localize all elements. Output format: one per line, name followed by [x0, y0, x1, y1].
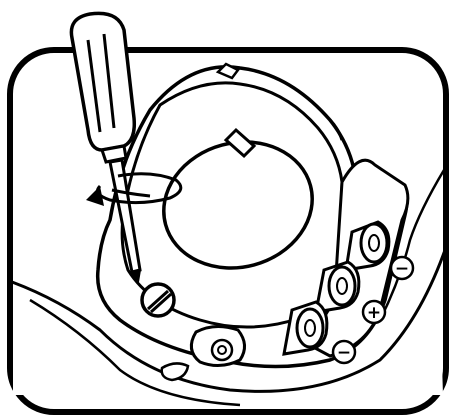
polarity-bottom-label: −	[337, 343, 351, 363]
polarity-top-label: −	[395, 259, 409, 279]
polarity-mark-bottom: −	[333, 341, 355, 363]
polarity-middle-label: +	[367, 303, 381, 323]
latch-screw	[191, 326, 244, 365]
screw-icon	[142, 284, 174, 316]
polarity-mark-middle: +	[363, 301, 385, 323]
polarity-mark-top: −	[391, 257, 413, 279]
